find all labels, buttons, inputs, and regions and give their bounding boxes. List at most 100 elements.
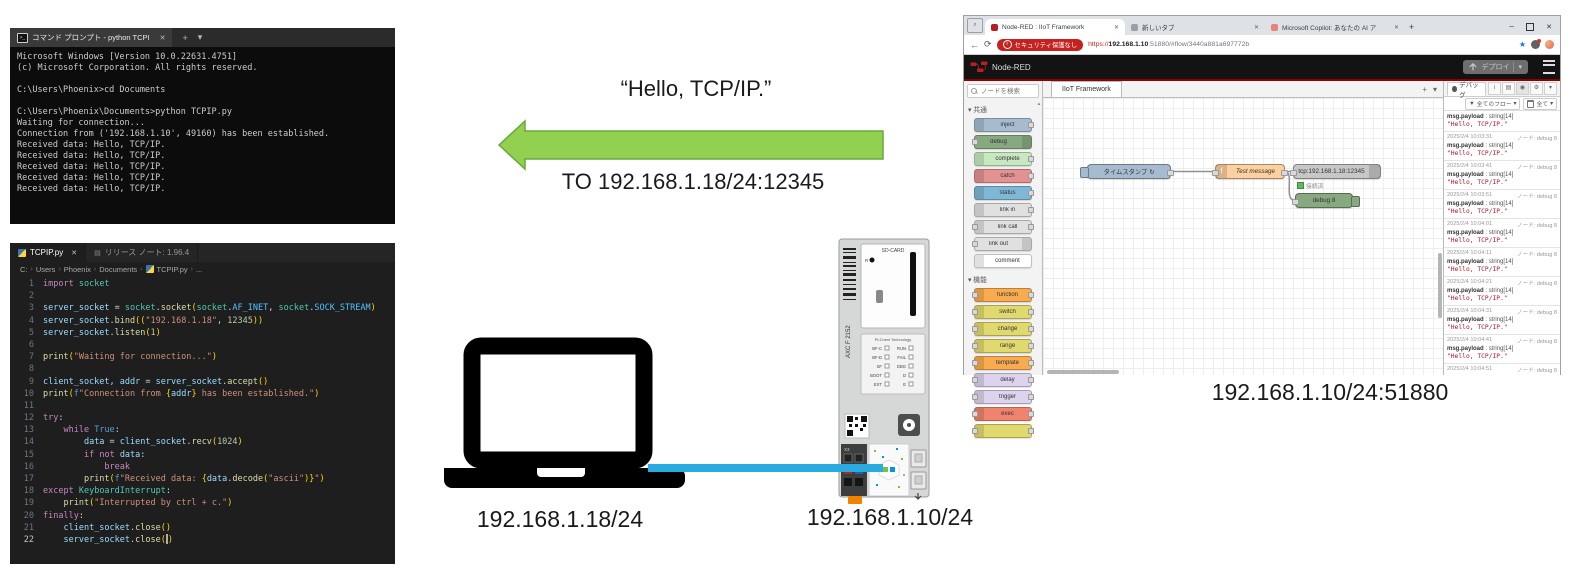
palette-node-comment[interactable]: comment: [974, 254, 1032, 268]
breadcrumb-item[interactable]: C:: [20, 264, 28, 274]
bookmark-star-icon[interactable]: ★: [1518, 40, 1526, 49]
close-icon[interactable]: ✕: [1113, 24, 1119, 31]
palette-node-switch[interactable]: switch: [972, 305, 1034, 319]
canvas-hscrollbar[interactable]: [1047, 370, 1119, 374]
breadcrumb-item[interactable]: ...: [195, 264, 203, 274]
output-port[interactable]: [1281, 169, 1288, 176]
debug-node-button[interactable]: [1351, 196, 1360, 207]
flow-tab[interactable]: IIoT Framework: [1051, 81, 1122, 97]
palette-node-inject[interactable]: inject: [974, 118, 1034, 132]
deploy-options-chevron-icon[interactable]: ▾: [1518, 64, 1522, 71]
palette-node-catch[interactable]: catch: [974, 169, 1034, 183]
palette-node-change[interactable]: change: [972, 322, 1034, 336]
tab-release-notes[interactable]: ▤ リリース ノート: 1.96.4: [86, 243, 199, 262]
palette-section-header[interactable]: ▾ 共通: [968, 107, 987, 114]
tab-search-icon[interactable]: ⌕: [967, 18, 983, 33]
palette-scrollbar[interactable]: ▲: [1036, 101, 1042, 375]
search-input[interactable]: [979, 86, 1039, 96]
reload-icon[interactable]: ⟳: [984, 39, 992, 49]
close-icon[interactable]: ✕: [71, 249, 78, 257]
palette-node-template[interactable]: template: [972, 356, 1034, 370]
tab-debug[interactable]: デバッグ: [1447, 81, 1486, 99]
security-badge[interactable]: i セキュリティ保護なし: [996, 38, 1084, 51]
palette-node-trigger[interactable]: trigger: [972, 390, 1034, 404]
config-tab-icon[interactable]: ⚙: [1530, 82, 1543, 95]
close-icon[interactable]: ✕: [1393, 24, 1399, 31]
debug-message[interactable]: msg.payload : string[14]"Hello, TCP/IP.": [1444, 111, 1560, 132]
palette-node-link-in[interactable]: link in: [974, 203, 1034, 217]
input-port[interactable]: [1292, 198, 1299, 205]
debug-node[interactable]: debug 8: [1292, 193, 1360, 208]
debug-message-list[interactable]: msg.payload : string[14]"Hello, TCP/IP."…: [1444, 111, 1560, 375]
palette-node-status[interactable]: status: [974, 186, 1034, 200]
new-tab-button[interactable]: +: [1409, 22, 1415, 32]
input-port[interactable]: [1212, 169, 1219, 176]
debug-tab-icon[interactable]: ◉: [1516, 82, 1529, 95]
browser-tab[interactable]: 新しいタブ✕: [1125, 19, 1265, 35]
palette-node-link-call[interactable]: link call: [972, 220, 1034, 234]
canvas-vscrollbar[interactable]: [1438, 253, 1442, 318]
clear-dropdown[interactable]: 全て ▾: [1523, 97, 1557, 110]
cmd-icon: >_: [17, 32, 28, 43]
tcp-out-node[interactable]: tcp:192.168.1.18:12345: [1290, 164, 1381, 179]
tab-tcpip-py[interactable]: TCPIP.py ✕: [10, 243, 87, 262]
palette-node-complete[interactable]: complete: [974, 152, 1034, 166]
palette-search[interactable]: [967, 84, 1039, 98]
browser-tab[interactable]: Node-RED : IIoT Framework✕: [985, 19, 1125, 35]
palette-node-delay[interactable]: delay: [972, 373, 1034, 387]
new-tab-button[interactable]: +: [182, 32, 188, 43]
deploy-button[interactable]: デプロイ ▾: [1463, 60, 1528, 74]
breadcrumb-item[interactable]: Documents: [99, 264, 138, 274]
tab-list-chevron-icon[interactable]: ▾: [197, 32, 203, 42]
palette-node-function[interactable]: function: [972, 288, 1034, 302]
breadcrumb-item[interactable]: Users: [35, 264, 56, 274]
palette-node-partial[interactable]: [972, 424, 1034, 438]
breadcrumb[interactable]: C:›Users›Phoenix›Documents›TCPIP.py›...: [10, 262, 395, 276]
palette-node-range[interactable]: range: [972, 339, 1034, 353]
inject-node[interactable]: タイムスタンプ ↻: [1080, 164, 1174, 179]
palette-node-label: debug: [990, 139, 1007, 145]
avatar[interactable]: [1531, 39, 1541, 49]
palette-node-link-out[interactable]: link out: [972, 237, 1032, 251]
browser-profile-icon[interactable]: [1545, 40, 1554, 49]
close-icon[interactable]: ✕: [1253, 24, 1259, 31]
help-tab-icon[interactable]: ▤: [1502, 82, 1515, 95]
output-port[interactable]: [1167, 169, 1174, 176]
flow-list-chevron-icon[interactable]: ▾: [1432, 85, 1437, 94]
palette-section-header[interactable]: ▾ 機能: [968, 277, 987, 284]
palette-node-exec[interactable]: exec: [972, 407, 1034, 421]
minimize-icon[interactable]: ─: [1509, 23, 1515, 31]
info-tab-icon[interactable]: i: [1488, 82, 1501, 95]
back-icon[interactable]: ←: [970, 39, 979, 50]
add-flow-button[interactable]: +: [1422, 85, 1427, 94]
input-port[interactable]: [1290, 169, 1297, 176]
browser-tab[interactable]: Microsoft Copilot: あなたの AI ア✕: [1265, 19, 1405, 35]
terminal-tab[interactable]: >_ コマンド プロンプト - python TCPI ✕: [10, 28, 173, 47]
flow-filter-dropdown[interactable]: ▼ 全てのフロー ▾: [1465, 97, 1521, 110]
output-port: [1028, 190, 1034, 196]
close-icon[interactable]: ✕: [1546, 24, 1552, 31]
scroll-up-icon[interactable]: ▲: [1036, 101, 1042, 106]
inject-node-button[interactable]: [1080, 167, 1089, 178]
palette-node-debug[interactable]: debug: [972, 135, 1032, 149]
breadcrumb-item[interactable]: Phoenix: [63, 264, 91, 274]
close-icon[interactable]: ✕: [159, 34, 166, 42]
debug-timestamp: 2025/2/4 10:04:21: [1447, 279, 1493, 285]
sidebar-chevron-icon[interactable]: ▾: [1544, 82, 1557, 95]
url-field[interactable]: https://192.168.1.10:51880/#flow/3440a88…: [1088, 41, 1514, 48]
menu-icon[interactable]: [1543, 60, 1555, 74]
restore-icon[interactable]: [1526, 23, 1535, 31]
breadcrumb-item[interactable]: TCPIP.py: [156, 264, 188, 274]
